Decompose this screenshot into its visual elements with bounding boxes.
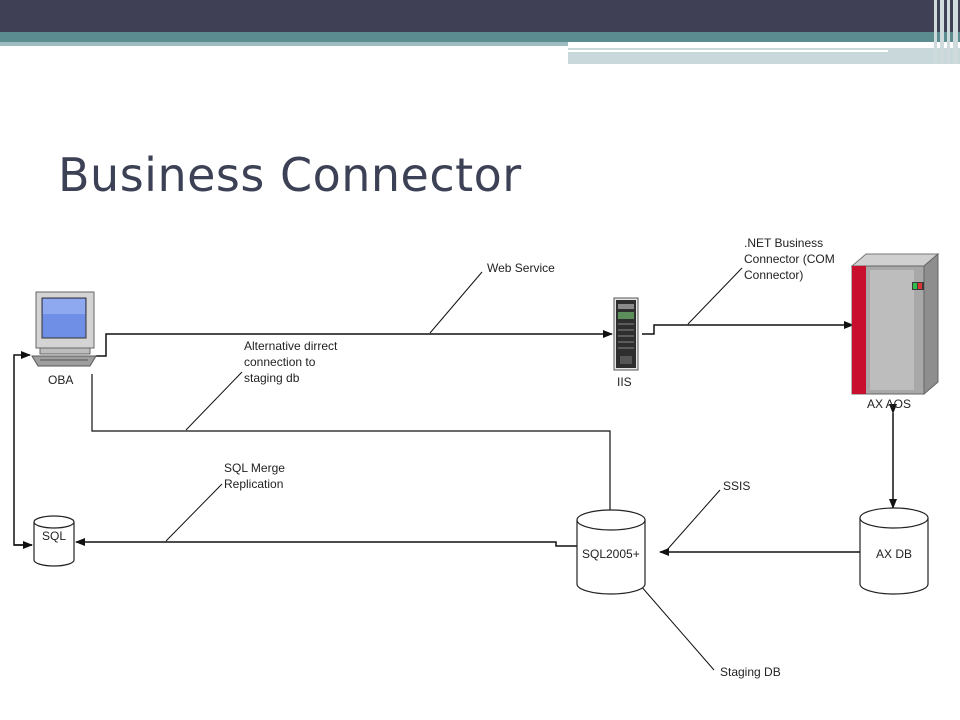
- corner-rails: [932, 0, 960, 64]
- connection-alternative-direct: [91, 374, 611, 510]
- accent-strip-highlight: [568, 50, 888, 52]
- connection-sql-merge-replication: [75, 538, 577, 547]
- oba-computer-icon: [31, 291, 97, 367]
- accent-strip: [0, 32, 960, 42]
- label-staging-db: Staging DB: [720, 665, 781, 679]
- node-label-iis: IIS: [617, 375, 632, 389]
- label-alt-direct-line3: staging db: [244, 371, 300, 385]
- node-label-ax-db: AX DB: [876, 547, 912, 561]
- label-alt-direct-line2: connection to: [244, 355, 316, 369]
- node-label-oba: OBA: [48, 373, 73, 387]
- sql2005-database-icon: [576, 509, 646, 595]
- ax-db-database-icon: [859, 507, 929, 595]
- node-label-sql2005: SQL2005+: [582, 547, 640, 561]
- leader-web-service: [429, 271, 483, 334]
- label-net-bc-line3: Connector): [744, 268, 803, 282]
- leader-ssis: [665, 489, 721, 552]
- connection-net-business-connector: [642, 321, 854, 335]
- slide-title: Business Connector: [58, 148, 522, 202]
- label-sql-merge-line2: Replication: [224, 477, 283, 491]
- title-bar-decoration: [0, 0, 960, 32]
- connection-web-service: [96, 330, 613, 357]
- accent-strip-lower: [0, 42, 568, 46]
- label-ssis: SSIS: [723, 479, 750, 493]
- leader-staging-db: [639, 584, 715, 671]
- label-net-bc-line1: .NET Business: [744, 236, 823, 250]
- iis-server-icon: [613, 297, 639, 371]
- label-web-service: Web Service: [487, 261, 555, 275]
- node-label-sql: SQL: [42, 529, 66, 543]
- accent-strip-light: [568, 48, 960, 64]
- leader-alt-direct: [185, 371, 243, 431]
- label-net-bc-line2: Connector (COM: [744, 252, 835, 266]
- sql-database-icon: [33, 515, 75, 567]
- leader-net-bc: [687, 267, 743, 325]
- connection-oba-sql: [13, 351, 32, 546]
- label-alt-direct-line1: Alternative dirrect: [244, 339, 338, 353]
- leader-sql-merge: [165, 483, 223, 542]
- ax-aos-server-icon: [850, 252, 940, 396]
- label-sql-merge-line1: SQL Merge: [224, 461, 285, 475]
- node-label-ax-aos: AX AOS: [867, 397, 911, 411]
